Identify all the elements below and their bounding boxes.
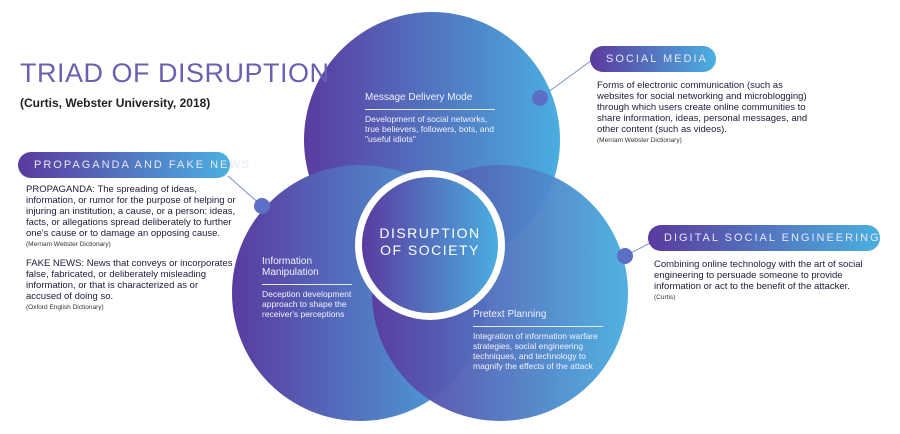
dot-social-media (532, 90, 548, 106)
propaganda-source: (Merriam Webster Dictionary) (26, 241, 111, 248)
social-media-source: (Merriam Webster Dictionary) (597, 137, 682, 144)
circle-right-text: Pretext Planning Integration of informat… (473, 309, 608, 371)
circle-right-desc: Integration of information warfare strat… (473, 331, 598, 371)
dse-definition: Combining online technology with the art… (654, 259, 863, 292)
circle-top-text: Message Delivery Mode Development of soc… (365, 92, 500, 144)
divider (262, 284, 352, 285)
propaganda-desc: PROPAGANDA: The spreading of ideas, info… (26, 184, 236, 313)
page-title: TRIAD OF DISRUPTION (20, 58, 330, 88)
dse-source: (Curtis) (654, 294, 676, 301)
propaganda-pill: PROPAGANDA AND FAKE NEWS (18, 152, 249, 178)
center-label-line2: OF SOCIETY (380, 242, 480, 258)
dot-dse (617, 248, 633, 264)
circle-top-desc: Development of social networks, true bel… (365, 114, 494, 144)
social-media-pill: SOCIAL MEDIA (590, 46, 716, 72)
social-media-definition: Forms of electronic communication (such … (597, 80, 808, 135)
circle-left-title: Information Manipulation (262, 256, 319, 278)
fake-news-source: (Oxford English Dictionary) (26, 304, 104, 311)
social-media-desc: Forms of electronic communication (such … (597, 80, 812, 146)
center-label: DISRUPTION OF SOCIETY (372, 225, 488, 259)
dse-desc: Combining online technology with the art… (654, 259, 864, 303)
center-label-line1: DISRUPTION (379, 225, 481, 241)
circle-top-title: Message Delivery Mode (365, 92, 473, 103)
fake-news-definition: FAKE NEWS: News that conveys or incorpor… (26, 258, 233, 302)
circle-left-desc: Deception development approach to shape … (262, 289, 352, 319)
divider (365, 109, 495, 110)
propaganda-definition: PROPAGANDA: The spreading of ideas, info… (26, 184, 236, 239)
center-inner-circle (362, 177, 498, 313)
divider (473, 326, 603, 327)
circle-left-text: Information Manipulation Deception devel… (262, 256, 357, 319)
dse-pill: DIGITAL SOCIAL ENGINEERING (648, 225, 880, 251)
dot-propaganda (254, 198, 270, 214)
page-subtitle: (Curtis, Webster University, 2018) (20, 96, 211, 110)
circle-right-title: Pretext Planning (473, 309, 547, 320)
